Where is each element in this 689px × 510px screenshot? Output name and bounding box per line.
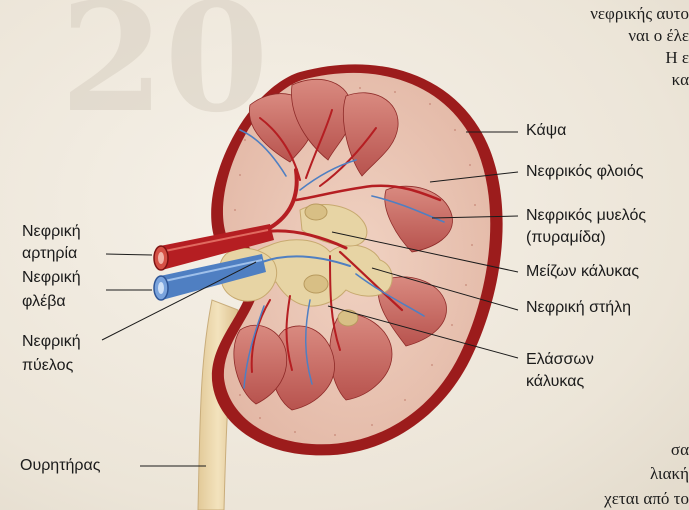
label-capsule: Κάψα — [526, 121, 566, 141]
minor-calyx-shape — [304, 275, 328, 293]
label-renal-pelvis-line2: πύελος — [22, 356, 73, 376]
label-cortex: Νεφρικός φλοιός — [526, 162, 643, 182]
label-medulla-line1: Νεφρικός μυελός — [526, 206, 646, 226]
label-renal-artery-line2: αρτηρία — [22, 244, 77, 264]
minor-calyx-shape — [305, 204, 327, 220]
label-ureter: Ουρητήρας — [20, 456, 100, 476]
label-major-calyx: Μείζων κάλυκας — [526, 262, 639, 282]
label-medulla-line2: (πυραμίδα) — [526, 228, 606, 248]
label-renal-column: Νεφρική στήλη — [526, 298, 631, 318]
label-renal-pelvis-line1: Νεφρική — [22, 332, 81, 352]
label-renal-vein-line1: Νεφρική — [22, 268, 81, 288]
label-renal-artery-line1: Νεφρική — [22, 222, 81, 242]
label-minor-calyx-line1: Ελάσσων — [526, 350, 594, 370]
minor-calyx-shape — [338, 310, 358, 326]
label-minor-calyx-line2: κάλυκας — [526, 372, 584, 392]
label-renal-vein-line2: φλέβα — [22, 292, 66, 312]
